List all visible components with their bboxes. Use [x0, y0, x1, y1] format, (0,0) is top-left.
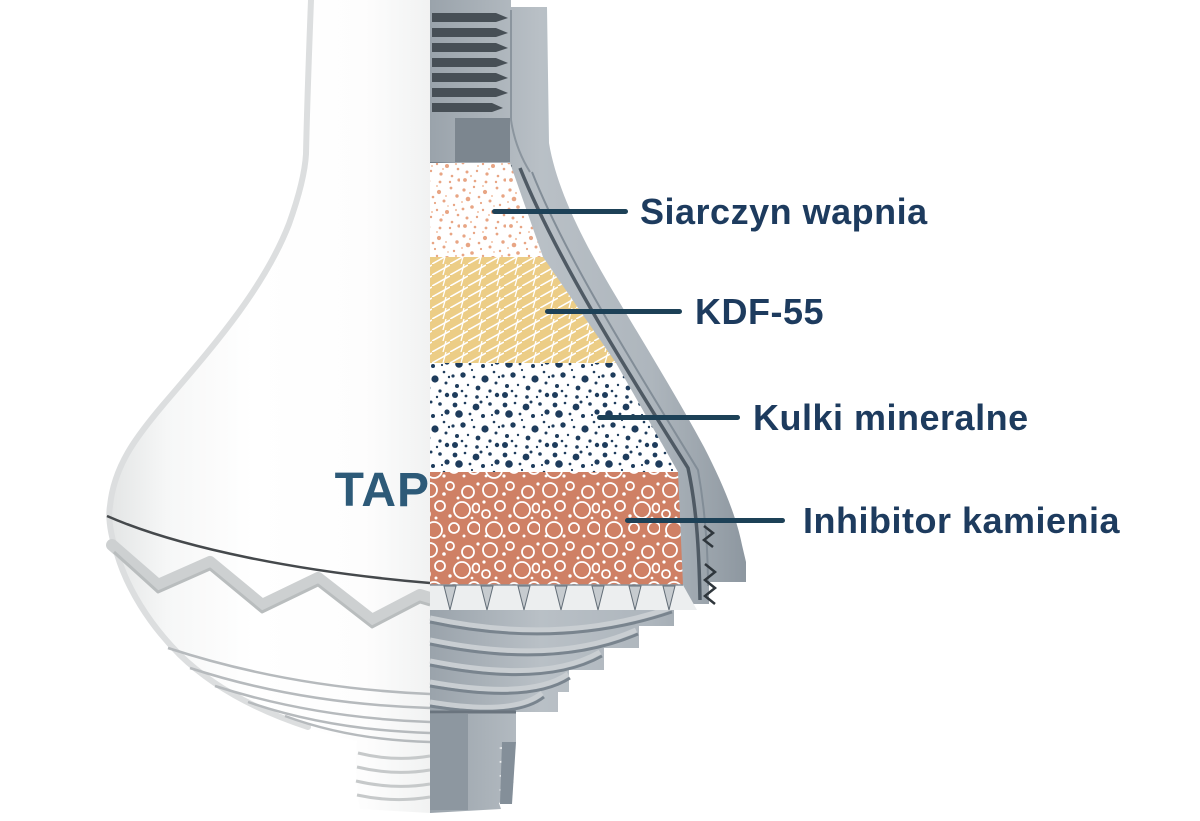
top-thread-ridges	[432, 13, 508, 112]
cap-zigzag-shadow	[112, 550, 431, 629]
outlet-threads-white	[355, 751, 431, 802]
white-shower-head	[106, 0, 436, 813]
nozzle-spikes	[430, 584, 697, 611]
leader-line-siarczyn-wapnia	[492, 209, 628, 214]
filter-layer-kdf-55	[430, 257, 616, 363]
filter-layer-kulki-mineralne	[430, 363, 678, 472]
shell-inner-edge	[510, 10, 531, 173]
outlet-bore-shadow	[430, 714, 468, 810]
layer-label-inhibitor-kamienia: Inhibitor kamienia	[803, 500, 1121, 541]
brand-logo-text: TAP	[334, 464, 430, 517]
filter-layer-siarczyn-wapnia	[430, 163, 543, 257]
layer-label-siarczyn-wapnia: Siarczyn wapnia	[640, 191, 928, 232]
cap-ribs	[167, 646, 431, 744]
leader-line-inhibitor-kamienia	[625, 518, 785, 523]
cap-zigzag-ridge	[106, 539, 436, 626]
layer-label-kdf-55: KDF-55	[695, 291, 825, 332]
outlet-thread-shade	[500, 742, 516, 804]
filter-layers	[430, 163, 683, 585]
body-edge-shading	[106, 0, 314, 730]
filter-layer-inhibitor-kamienia	[430, 472, 683, 585]
wall-zigzag-mark-upper	[701, 525, 716, 548]
leader-line-kdf-55	[545, 309, 682, 314]
cap-seam-line	[106, 514, 431, 585]
wall-seam-dark	[518, 167, 702, 601]
leader-line-kulki-mineralne	[597, 415, 740, 420]
layer-label-kulki-mineralne: Kulki mineralne	[753, 397, 1029, 438]
wall-zigzag-mark-lower	[702, 563, 718, 605]
thread-root-shadow	[455, 118, 510, 162]
